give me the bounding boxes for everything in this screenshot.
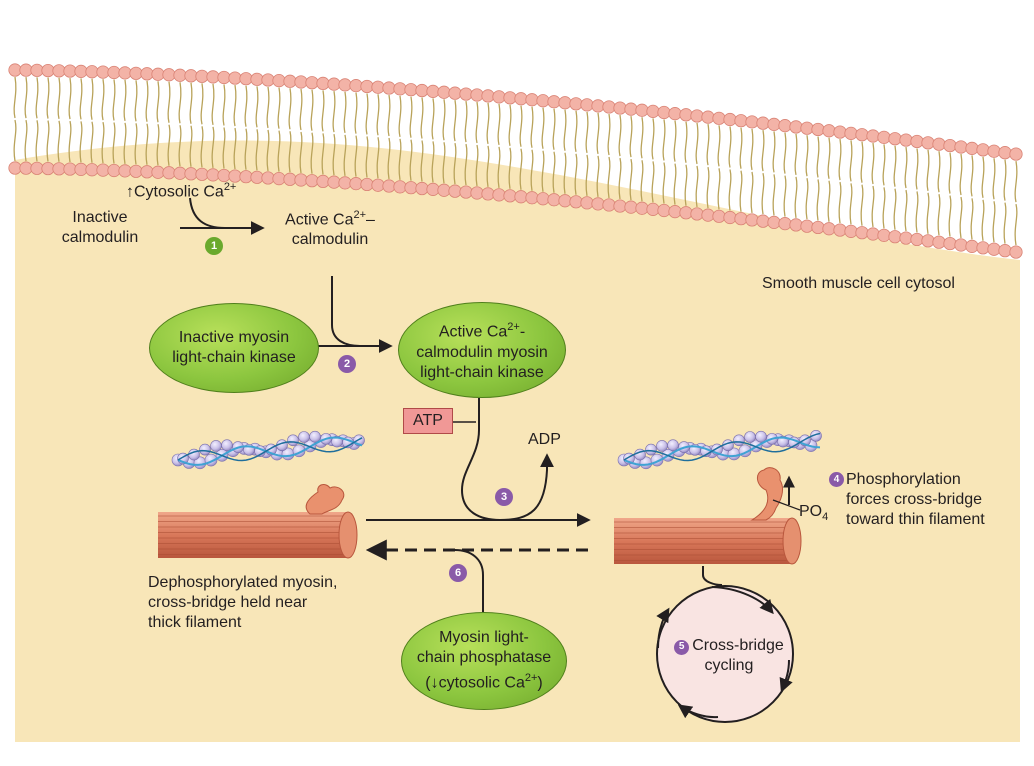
arrow-ca-binding (189, 197, 226, 229)
dephosphorylated-label: Dephosphorylated myosin, cross-bridge he… (148, 573, 337, 633)
active-mlck-sup: 2+ (507, 321, 520, 334)
active-mlck-text: Active Ca (438, 323, 508, 341)
phosphatase-line3-close: ) (537, 674, 543, 692)
dephosphorylated-line1: Dephosphorylated myosin, (148, 574, 338, 591)
phosphorylation-line1: Phosphorylation (846, 471, 961, 488)
arrow-kinase-to-myosin (460, 398, 501, 521)
phosphatase-oval: Myosin light- chain phosphatase (↓cytoso… (401, 612, 567, 710)
inactive-calmodulin-label: Inactive calmodulin (50, 208, 150, 248)
cycle-arrow-bottom (677, 704, 719, 719)
cell-membrane (8, 63, 1023, 259)
thick-filament-left (158, 511, 358, 559)
cycle-arrow-right (779, 659, 793, 693)
crossbridge-line2: cycling (704, 657, 754, 674)
inactive-mlck-line2: light-chain kinase (172, 349, 296, 366)
step-2-badge: 2 (338, 355, 356, 373)
arrow-to-cycling (702, 566, 723, 586)
inactive-mlck-oval: Inactive myosin light-chain kinase (149, 303, 319, 393)
step-6-badge: 6 (449, 564, 467, 582)
phosphatase-line3-sup: 2+ (524, 672, 538, 685)
phosphatase-line3-text: (↓cytosolic Ca (425, 674, 525, 692)
po4-text: PO (799, 503, 823, 520)
step-1-badge: 1 (205, 237, 223, 255)
po4-sub: 4 (822, 511, 829, 524)
cycle-arrow-left (656, 607, 670, 649)
active-mlck-oval: Active Ca2+- calmodulin myosin light-cha… (398, 302, 566, 398)
cytosolic-ca-sup: 2+ (223, 181, 237, 193)
inactive-calmodulin-line1: Inactive (72, 209, 128, 226)
thick-filament-right (614, 517, 802, 565)
dephosphorylated-line3: thick filament (148, 614, 242, 631)
phosphorylation-line2: forces cross-bridge (846, 491, 983, 508)
inactive-calmodulin-line2: calmodulin (61, 229, 139, 246)
cytosol-background (15, 140, 1020, 742)
arrow-phosphatase-link (454, 549, 484, 612)
po4-leader-line (772, 499, 801, 511)
active-mlck-dash: - (519, 323, 526, 341)
active-calmodulin-sup: 2+ (353, 209, 367, 221)
phosphorylation-line3: toward thin filament (846, 511, 985, 528)
cytosol-label: Smooth muscle cell cytosol (762, 275, 955, 292)
active-calmodulin-line2: calmodulin (291, 231, 369, 249)
active-calmodulin-label: Active Ca2+– calmodulin (272, 205, 388, 250)
thin-filament-left (171, 430, 365, 470)
active-calmodulin-text: Active Ca (285, 211, 354, 229)
cytosolic-ca-label: ↑Cytosolic Ca2+ (126, 177, 236, 202)
cytosolic-ca-text: ↑Cytosolic Ca (126, 183, 224, 201)
adp-label: ADP (528, 431, 561, 448)
phosphatase-line1: Myosin light- (439, 629, 529, 647)
step-3-badge: 3 (495, 488, 513, 506)
crossbridge-line1: Cross-bridge (692, 637, 784, 654)
step-4-badge: 4 (829, 472, 844, 487)
active-calmodulin-dash: – (366, 211, 375, 229)
phosphorylation-label: Phosphorylation forces cross-bridge towa… (846, 470, 985, 530)
po4-label: PO4 (799, 502, 828, 527)
step-5-badge: 5 (674, 639, 690, 655)
dephosphorylated-line2: cross-bridge held near (148, 594, 308, 611)
myosin-head-left (305, 484, 345, 515)
myosin-head-right (750, 467, 783, 521)
thin-filament-right (617, 430, 822, 470)
phosphatase-line2: chain phosphatase (416, 649, 552, 667)
inactive-mlck-line1: Inactive myosin (178, 329, 290, 346)
active-mlck-line3: light-chain kinase (420, 363, 544, 381)
atp-box: ATP (403, 408, 453, 434)
cycle-arrow-top (711, 586, 774, 615)
active-mlck-line2: calmodulin myosin (416, 343, 548, 361)
